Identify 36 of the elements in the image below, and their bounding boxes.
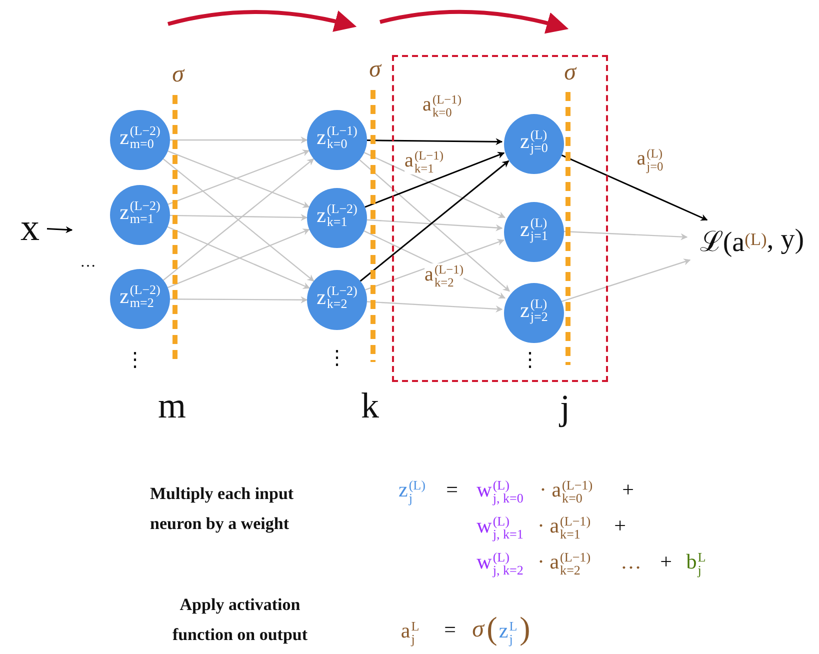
loss-function: ℒ(a$^{(L)}$, y) [687, 220, 817, 260]
ellipsis: … [620, 549, 642, 575]
operator: + [614, 513, 626, 539]
vertical-ellipsis: ⋮ [520, 348, 540, 372]
activation-symbol: σ [369, 56, 381, 84]
description-text: Apply activation function on output [171, 594, 309, 646]
operator: + [622, 477, 634, 503]
description-text: Multiply each input neuron by a weight [150, 483, 295, 535]
layer-label: k [361, 384, 379, 428]
vertical-ellipsis: ⋮ [125, 348, 145, 372]
arrow [366, 301, 503, 312]
ellipsis: … [80, 252, 96, 272]
vertical-ellipsis: ⋮ [327, 346, 347, 370]
arrow [364, 152, 506, 218]
arrow [367, 138, 503, 146]
operator: = [446, 477, 458, 503]
operator: + [660, 549, 672, 575]
activation-symbol: σ [172, 60, 184, 90]
arrow [562, 230, 688, 240]
parenthesis: ( [486, 608, 498, 648]
activation-symbol: σ [472, 616, 484, 644]
arrow [559, 154, 708, 221]
arrow [170, 296, 308, 304]
arrow [46, 226, 73, 234]
arrow [366, 219, 503, 232]
parenthesis: ) [520, 608, 530, 648]
arrow [170, 214, 308, 221]
arrow [170, 136, 308, 144]
layer-label: m [158, 384, 186, 428]
activation-symbol: σ [564, 58, 576, 88]
operator: = [444, 617, 456, 643]
arrow [560, 258, 691, 302]
arrow [364, 152, 505, 208]
input-variable: x [13, 208, 47, 248]
layer-label: j [560, 386, 570, 430]
arrow [365, 238, 504, 290]
